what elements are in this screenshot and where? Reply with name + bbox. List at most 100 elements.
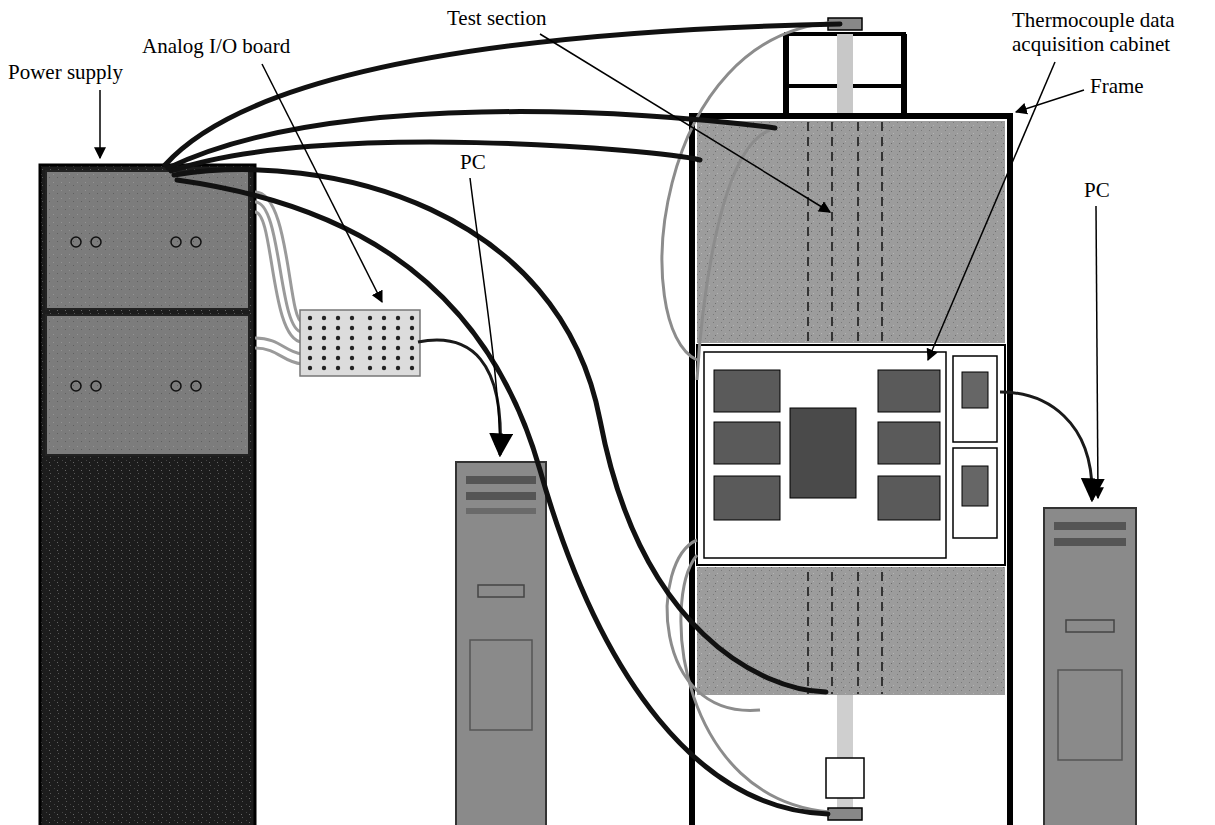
terminal-dot <box>410 346 414 350</box>
pc-tower <box>1054 522 1126 530</box>
power-cable <box>177 180 828 814</box>
part-label: Power supply <box>6 60 125 84</box>
terminal-dot <box>368 356 372 360</box>
thermocouple-cabinet <box>697 345 1005 565</box>
power-supply <box>46 171 249 309</box>
pc-tower <box>1066 620 1114 632</box>
part-label: Analog I/O board <box>140 34 292 58</box>
leader-arrow <box>100 34 1098 498</box>
terminal-dot <box>308 346 312 350</box>
terminal-dot <box>350 366 354 370</box>
terminal-dot <box>322 326 326 330</box>
power-supply <box>46 315 249 455</box>
power-cable <box>171 142 700 171</box>
power-cable <box>165 24 840 814</box>
thermocouple-cabinet <box>962 372 988 408</box>
thermocouple-cabinet <box>878 422 940 464</box>
terminal-dot <box>336 366 340 370</box>
terminal-dot <box>368 346 372 350</box>
terminal-dot <box>410 326 414 330</box>
terminal-dot <box>322 316 326 320</box>
terminal-dot <box>382 316 386 320</box>
terminal-dot <box>410 366 414 370</box>
power-supply <box>40 165 255 825</box>
terminal-dot <box>336 336 340 340</box>
terminal-dot <box>368 326 372 330</box>
signal-wire <box>255 212 302 342</box>
terminal-dot <box>350 326 354 330</box>
pc-tower <box>478 585 524 597</box>
part-label: PC <box>458 150 488 174</box>
terminal-dot <box>396 366 400 370</box>
pc-tower <box>1058 670 1122 760</box>
terminal-dot <box>410 356 414 360</box>
frame <box>692 116 1010 825</box>
terminal-dot <box>410 316 414 320</box>
thermocouple-cabinet <box>704 352 946 558</box>
part-label: Frame <box>1088 74 1146 98</box>
thermocouple-cabinet <box>714 476 780 520</box>
terminal-dot <box>396 326 400 330</box>
power-supply <box>91 381 101 391</box>
thermocouple-cabinet <box>697 345 1005 565</box>
leader-arrow <box>1016 90 1084 112</box>
top-support <box>786 18 904 116</box>
part-label: Test section <box>445 6 548 30</box>
thermocouple-cabinet <box>714 422 780 464</box>
thermocouple-cabinet <box>962 466 988 506</box>
part-label: Thermocouple data acquisition cabinet <box>1010 8 1206 56</box>
thermocouple-cabinet <box>878 370 940 412</box>
terminal-dot <box>368 366 372 370</box>
pc-tower <box>1044 508 1136 825</box>
terminal-dot <box>336 346 340 350</box>
signal-wire <box>255 192 302 364</box>
signal-wire <box>255 348 302 364</box>
leader-arrow <box>928 62 1055 360</box>
terminal-dot <box>308 316 312 320</box>
thermocouple-wire <box>697 130 770 380</box>
leader-arrow <box>262 64 382 302</box>
thermocouple-wire <box>681 555 830 812</box>
terminal-dot <box>368 336 372 340</box>
analog-io-board <box>300 310 420 376</box>
data-cable <box>1000 392 1092 500</box>
power-supply <box>171 237 181 247</box>
pc-tower <box>456 462 546 825</box>
leader-arrow <box>99 90 101 158</box>
terminal-dot <box>396 346 400 350</box>
power-supply <box>71 381 81 391</box>
frame <box>697 567 1005 695</box>
leader-arrow <box>540 34 830 212</box>
terminal-dot <box>322 366 326 370</box>
thermocouple-wire <box>662 22 840 360</box>
pc-tower <box>466 476 536 484</box>
terminal-dot <box>322 336 326 340</box>
frame <box>692 116 1010 825</box>
pc-tower <box>466 508 536 514</box>
power-supply <box>71 237 81 247</box>
terminal-dot <box>350 316 354 320</box>
terminal-dot <box>308 336 312 340</box>
thermocouple-cabinet <box>953 448 997 538</box>
terminal-dot <box>308 316 414 370</box>
power-cable <box>174 170 826 692</box>
leader-arrow <box>1096 206 1098 498</box>
leader-arrow <box>470 178 500 454</box>
terminal-dot <box>382 356 386 360</box>
top-support <box>901 34 907 116</box>
frame <box>826 758 864 798</box>
terminal-dot <box>308 356 312 360</box>
pc-tower <box>466 492 536 500</box>
power-supply <box>191 381 201 391</box>
pc-tower <box>456 462 546 825</box>
pc-tower <box>1044 508 1136 825</box>
terminal-dot <box>350 346 354 350</box>
terminal-dot <box>396 316 400 320</box>
top-support <box>837 34 853 116</box>
terminal-dot <box>350 336 354 340</box>
signal-wire <box>255 338 302 354</box>
terminal-dot <box>382 326 386 330</box>
terminal-dot <box>382 366 386 370</box>
thermocouple-cabinet <box>714 370 780 412</box>
